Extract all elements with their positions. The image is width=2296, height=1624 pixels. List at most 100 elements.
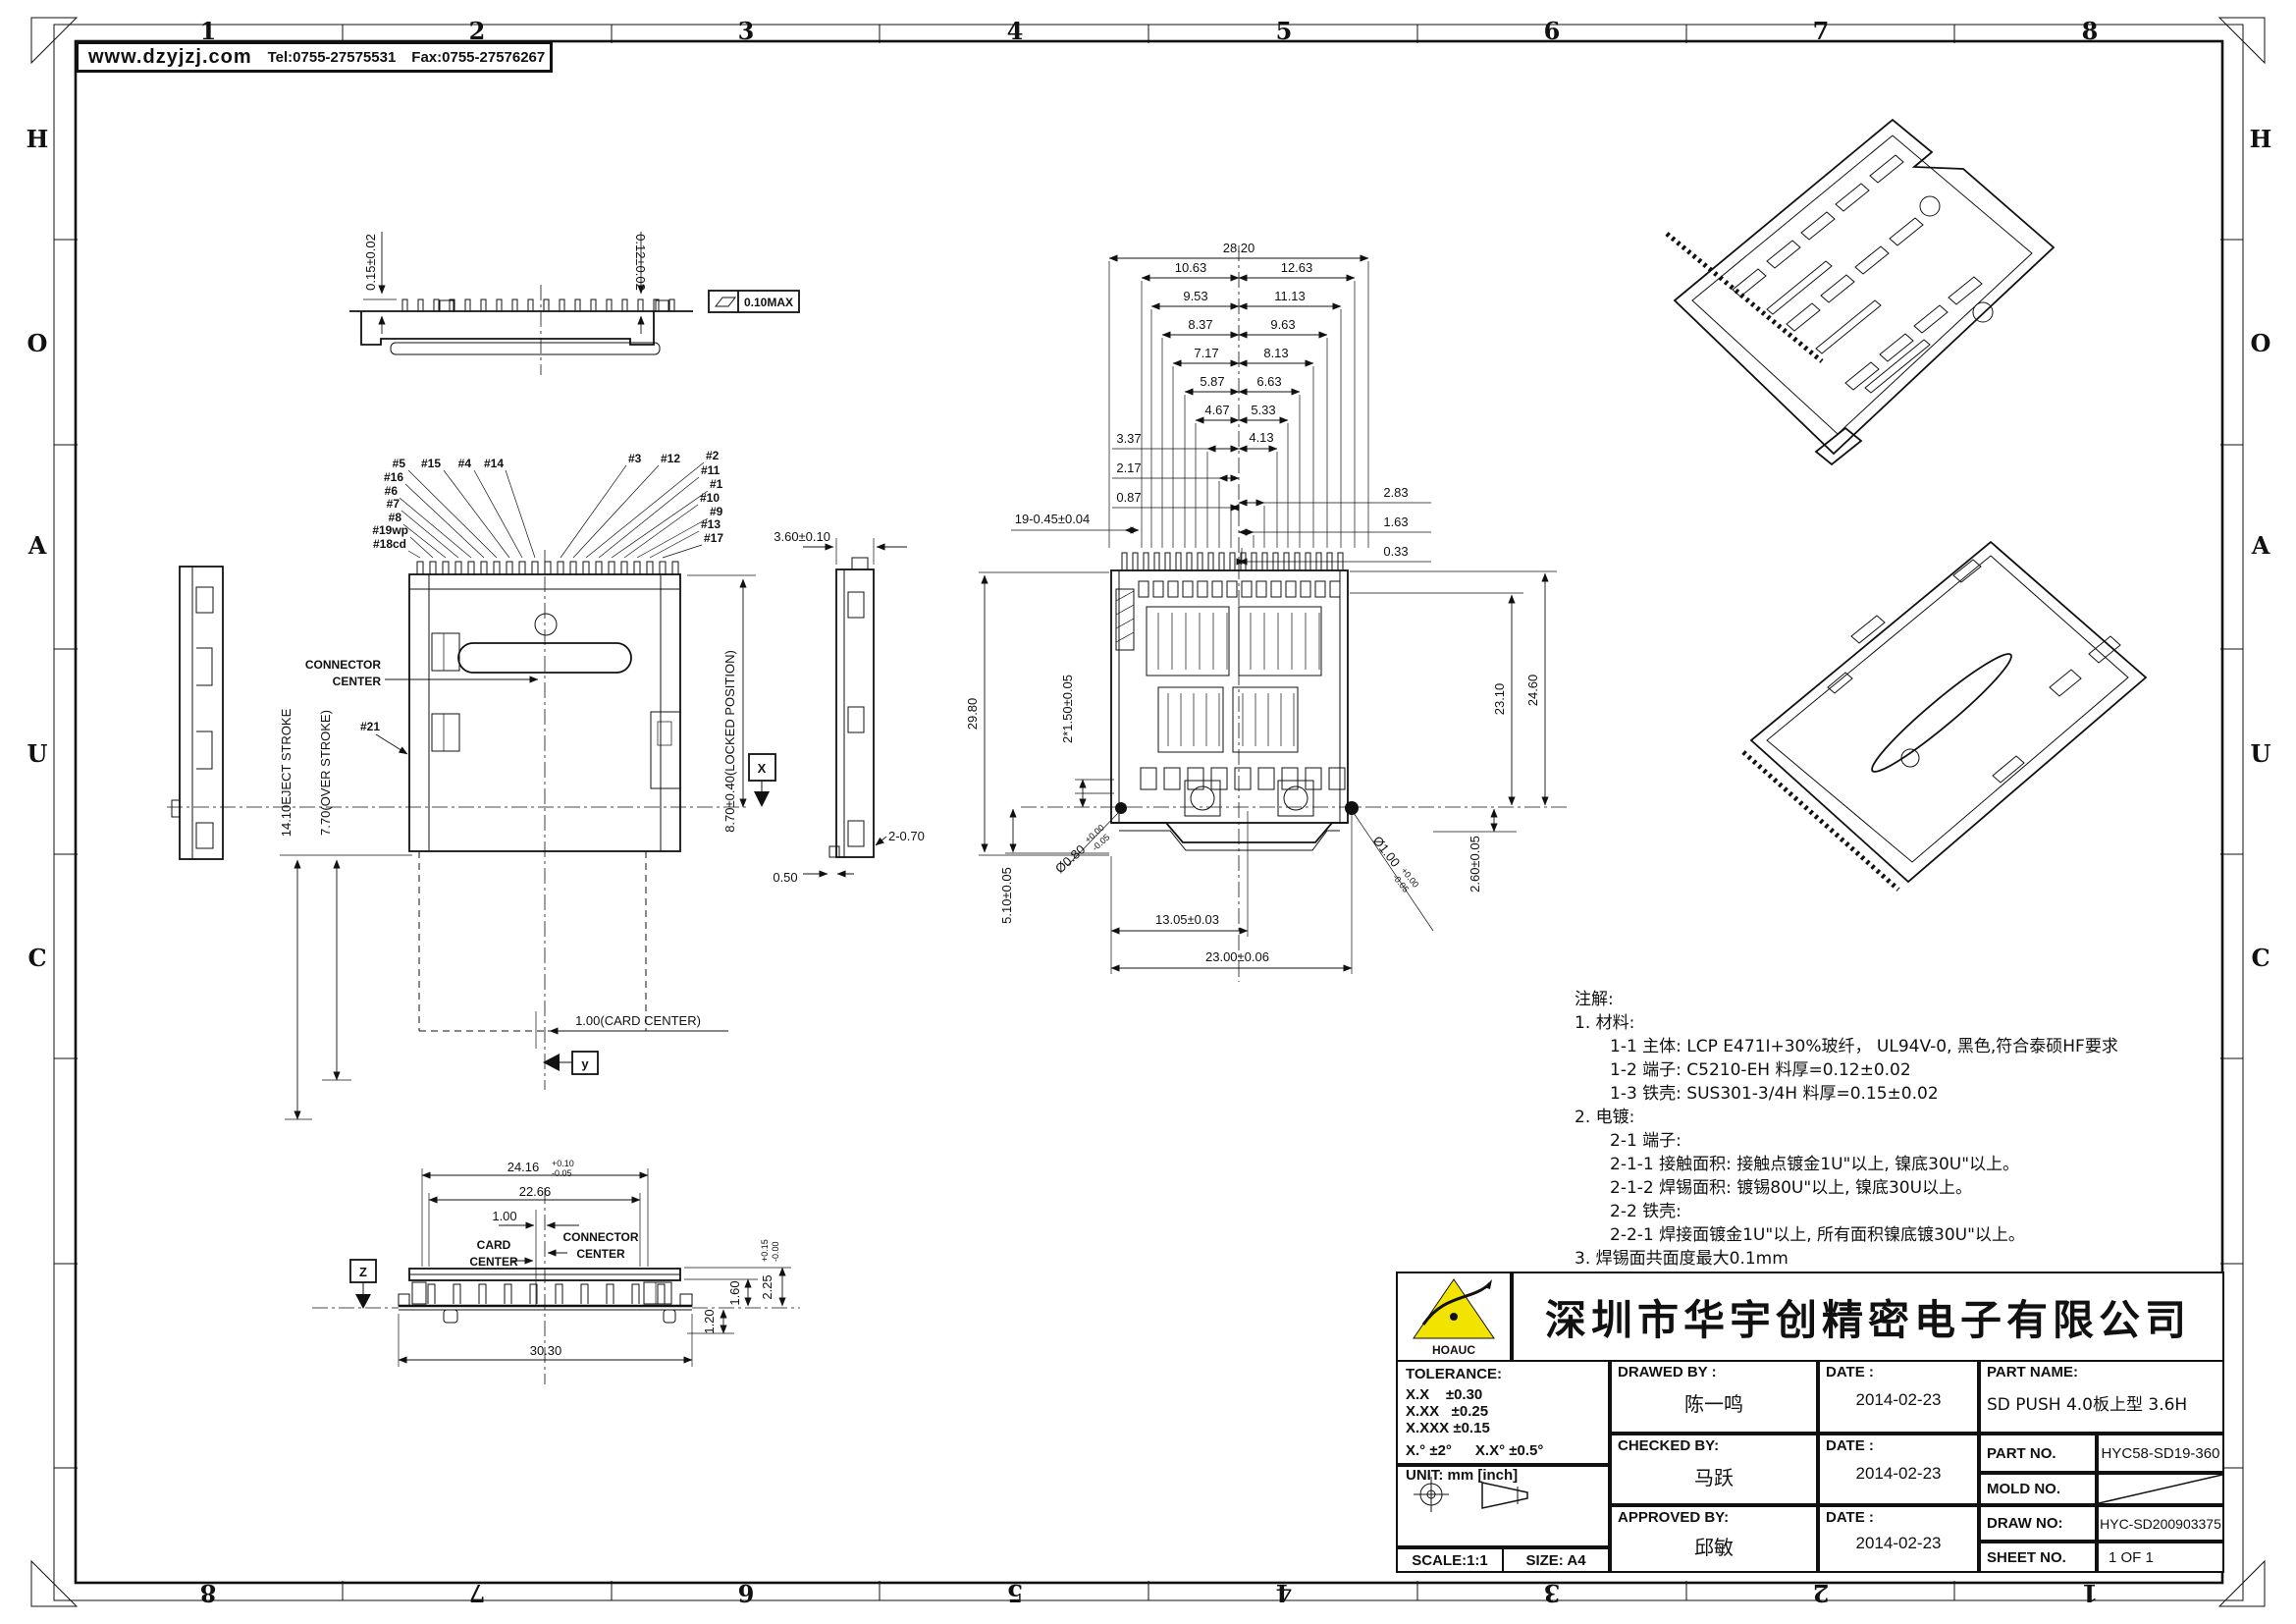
pin-label: #18cd [373,537,406,551]
part-no-label: PART NO. [1987,1444,2056,1462]
drawed-by-name: 陈一鸣 [1684,1392,1743,1416]
sheet-no-value-cell: 1 OF 1 [2097,1542,2224,1573]
dim-height-2310: 23.10 [1492,683,1507,716]
projection-cell: UNIT: mm [inch] [1396,1465,1610,1547]
zone-right-5: C [2251,944,2269,972]
pin-label: #15 [421,457,441,470]
date-label: DATE : [1826,1364,1874,1380]
tolerance-angle-2: X.X° ±0.5° [1474,1442,1544,1459]
pin-label: #9 [710,505,723,518]
dim-hole-steps: 2*1.50±0.05 [1060,675,1075,743]
sheet-frame: 1 2 3 4 5 6 7 8 8 7 6 5 4 3 2 1 H O A U … [27,17,2272,1607]
zone-top-8: 8 [2082,17,2099,45]
draw-no-label-cell: DRAW NO: [1979,1505,2097,1542]
checked-by-name: 马跃 [1694,1466,1734,1489]
flatness-icon [714,297,737,307]
dim-pin-pos: 4.13 [1249,430,1273,445]
note-line: 2-2 铁壳: [1610,1202,1682,1221]
pin-label: #3 [628,452,642,465]
tolerance-title: TOLERANCE: [1406,1366,1503,1382]
pin-label: #1 [710,477,723,491]
pin-label: #2 [706,449,720,462]
dim-material-thickness-shell: 0.15±0.02 [363,234,378,291]
dim-pin-pos: 8.37 [1188,317,1212,332]
pin-label: #19wp [372,523,408,537]
scale-value: SCALE:1:1 [1412,1551,1488,1569]
note-line: 2-1-1 接触面积: 接触点镀金1U"以上, 镍底30U"以上。 [1610,1155,2020,1174]
size-value: SIZE: A4 [1525,1551,1586,1569]
pin-label: #4 [458,457,472,470]
logo-cell: HOAUC [1396,1272,1512,1362]
mold-no-value-cell [2097,1473,2224,1505]
corner-mark-bottom-left [30,1559,79,1607]
dim-hole1: Ø0.80 [1052,841,1088,876]
part-no-value-cell: HYC58-SD19-360 [2097,1434,2224,1473]
card-center-label-1: CARD [477,1238,511,1252]
date1-cell: DATE : 2014-02-23 [1818,1360,1979,1434]
datum-y-arrow [543,1054,560,1071]
zone-bottom-1: 8 [200,1579,217,1607]
pin-label: #6 [385,484,399,498]
zone-bottom-8: 1 [2082,1579,2099,1607]
third-angle-projection-icon [1414,1477,1528,1512]
zone-top-4: 4 [1007,17,1024,45]
part-no-value: HYC58-SD19-360 [2101,1444,2220,1462]
connector-center-label-1: CONNECTOR [562,1230,638,1244]
date2-value: 2014-02-23 [1855,1464,1942,1483]
zone-bottom-4: 5 [1007,1579,1024,1607]
front-view: 0.15±0.02 0.12±0.02 0.10MAX [349,232,800,375]
dim-card-center: 1.00(CARD CENTER) [575,1013,701,1028]
dim-hole-x1: 13.05±0.03 [1155,912,1219,927]
dim-material-thickness-terminal: 0.12±0.02 [633,234,648,291]
header-tel: Tel:0755-27575531 [267,48,397,66]
zone-left-4: U [27,739,48,768]
zone-bottom-3: 6 [738,1579,755,1607]
bottom-view: 28.20 10.63 12.63 9.53 11.13 8.37 9.63 7… [965,241,1571,982]
checked-by-label: CHECKED BY: [1618,1437,1720,1454]
mold-no-diagonal [2099,1475,2222,1503]
dim-pin-pos: 1.63 [1383,514,1408,529]
dim-side-notch: 2-0.70 [888,829,925,843]
checked-by-cell: CHECKED BY: 马跃 [1610,1434,1818,1505]
pin-label: #11 [701,463,721,477]
dim-height-225-sup: +0.15 [760,1239,770,1262]
datum-z-arrow [355,1294,371,1309]
company-name-cell: 深圳市华宇创精密电子有限公司 [1512,1272,2224,1362]
zone-right-2: O [2251,329,2271,357]
note-line: 2-1-2 焊锡面积: 镀锡80U"以上, 镍底30U以上。 [1610,1178,1973,1198]
approved-by-label: APPROVED BY: [1618,1509,1730,1526]
sheet-no-value: 1 OF 1 [2109,1548,2154,1566]
draw-no-label: DRAW NO: [1987,1515,2063,1532]
note-line: 2. 电镀: [1575,1108,1635,1127]
sheet-no-label-cell: SHEET NO. [1979,1542,2097,1573]
notes-block: 注解: 1. 材料: 1-1 主体: LCP E471I+30%玻纤， UL94… [1575,988,2262,1271]
date1-value: 2014-02-23 [1855,1390,1942,1409]
date-label: DATE : [1826,1437,1874,1454]
connector-center-label-1: CONNECTOR [305,658,381,672]
dim-center-offset: 1.00 [492,1209,516,1223]
header-bar: www.dzyjzj.com Tel:0755-27575531 Fax:075… [76,41,553,73]
dim-height-225: 2.25 [760,1274,774,1299]
dim-height-2460: 24.60 [1525,675,1540,707]
pin-label: #17 [704,531,723,545]
size-cell: SIZE: A4 [1502,1547,1610,1573]
dim-pin-pos: 3.37 [1116,431,1141,446]
dim-pin-pos: 0.87 [1116,490,1141,505]
main-top-view: #5 #15 #4 #14 #16 #6 #7 #8 #19wp #18cd #… [167,449,776,1120]
dim-shell-width: 24.16 [507,1160,540,1174]
dim-pin-pos: 7.17 [1194,346,1218,360]
zone-top-7: 7 [1813,17,1830,45]
pin-label: #8 [389,511,402,524]
notes-title: 注解: [1575,990,1614,1009]
zone-right-1: H [2250,125,2272,153]
zone-bottom-2: 7 [469,1579,486,1607]
dim-shell-width-sub: -0.05 [552,1168,572,1178]
dim-peg-depth: 1.20 [702,1309,717,1333]
date2-cell: DATE : 2014-02-23 [1818,1434,1979,1505]
mold-no-label-cell: MOLD NO. [1979,1473,2097,1505]
note-line: 1-1 主体: LCP E471I+30%玻纤， UL94V-0, 黑色,符合泰… [1610,1037,2118,1056]
header-fax: Fax:0755-27576267 [411,48,546,66]
company-logo: HOAUC [1413,1278,1495,1357]
note-line: 3. 焊锡面共面度最大0.1mm [1575,1249,1789,1269]
scale-cell: SCALE:1:1 [1396,1547,1504,1573]
